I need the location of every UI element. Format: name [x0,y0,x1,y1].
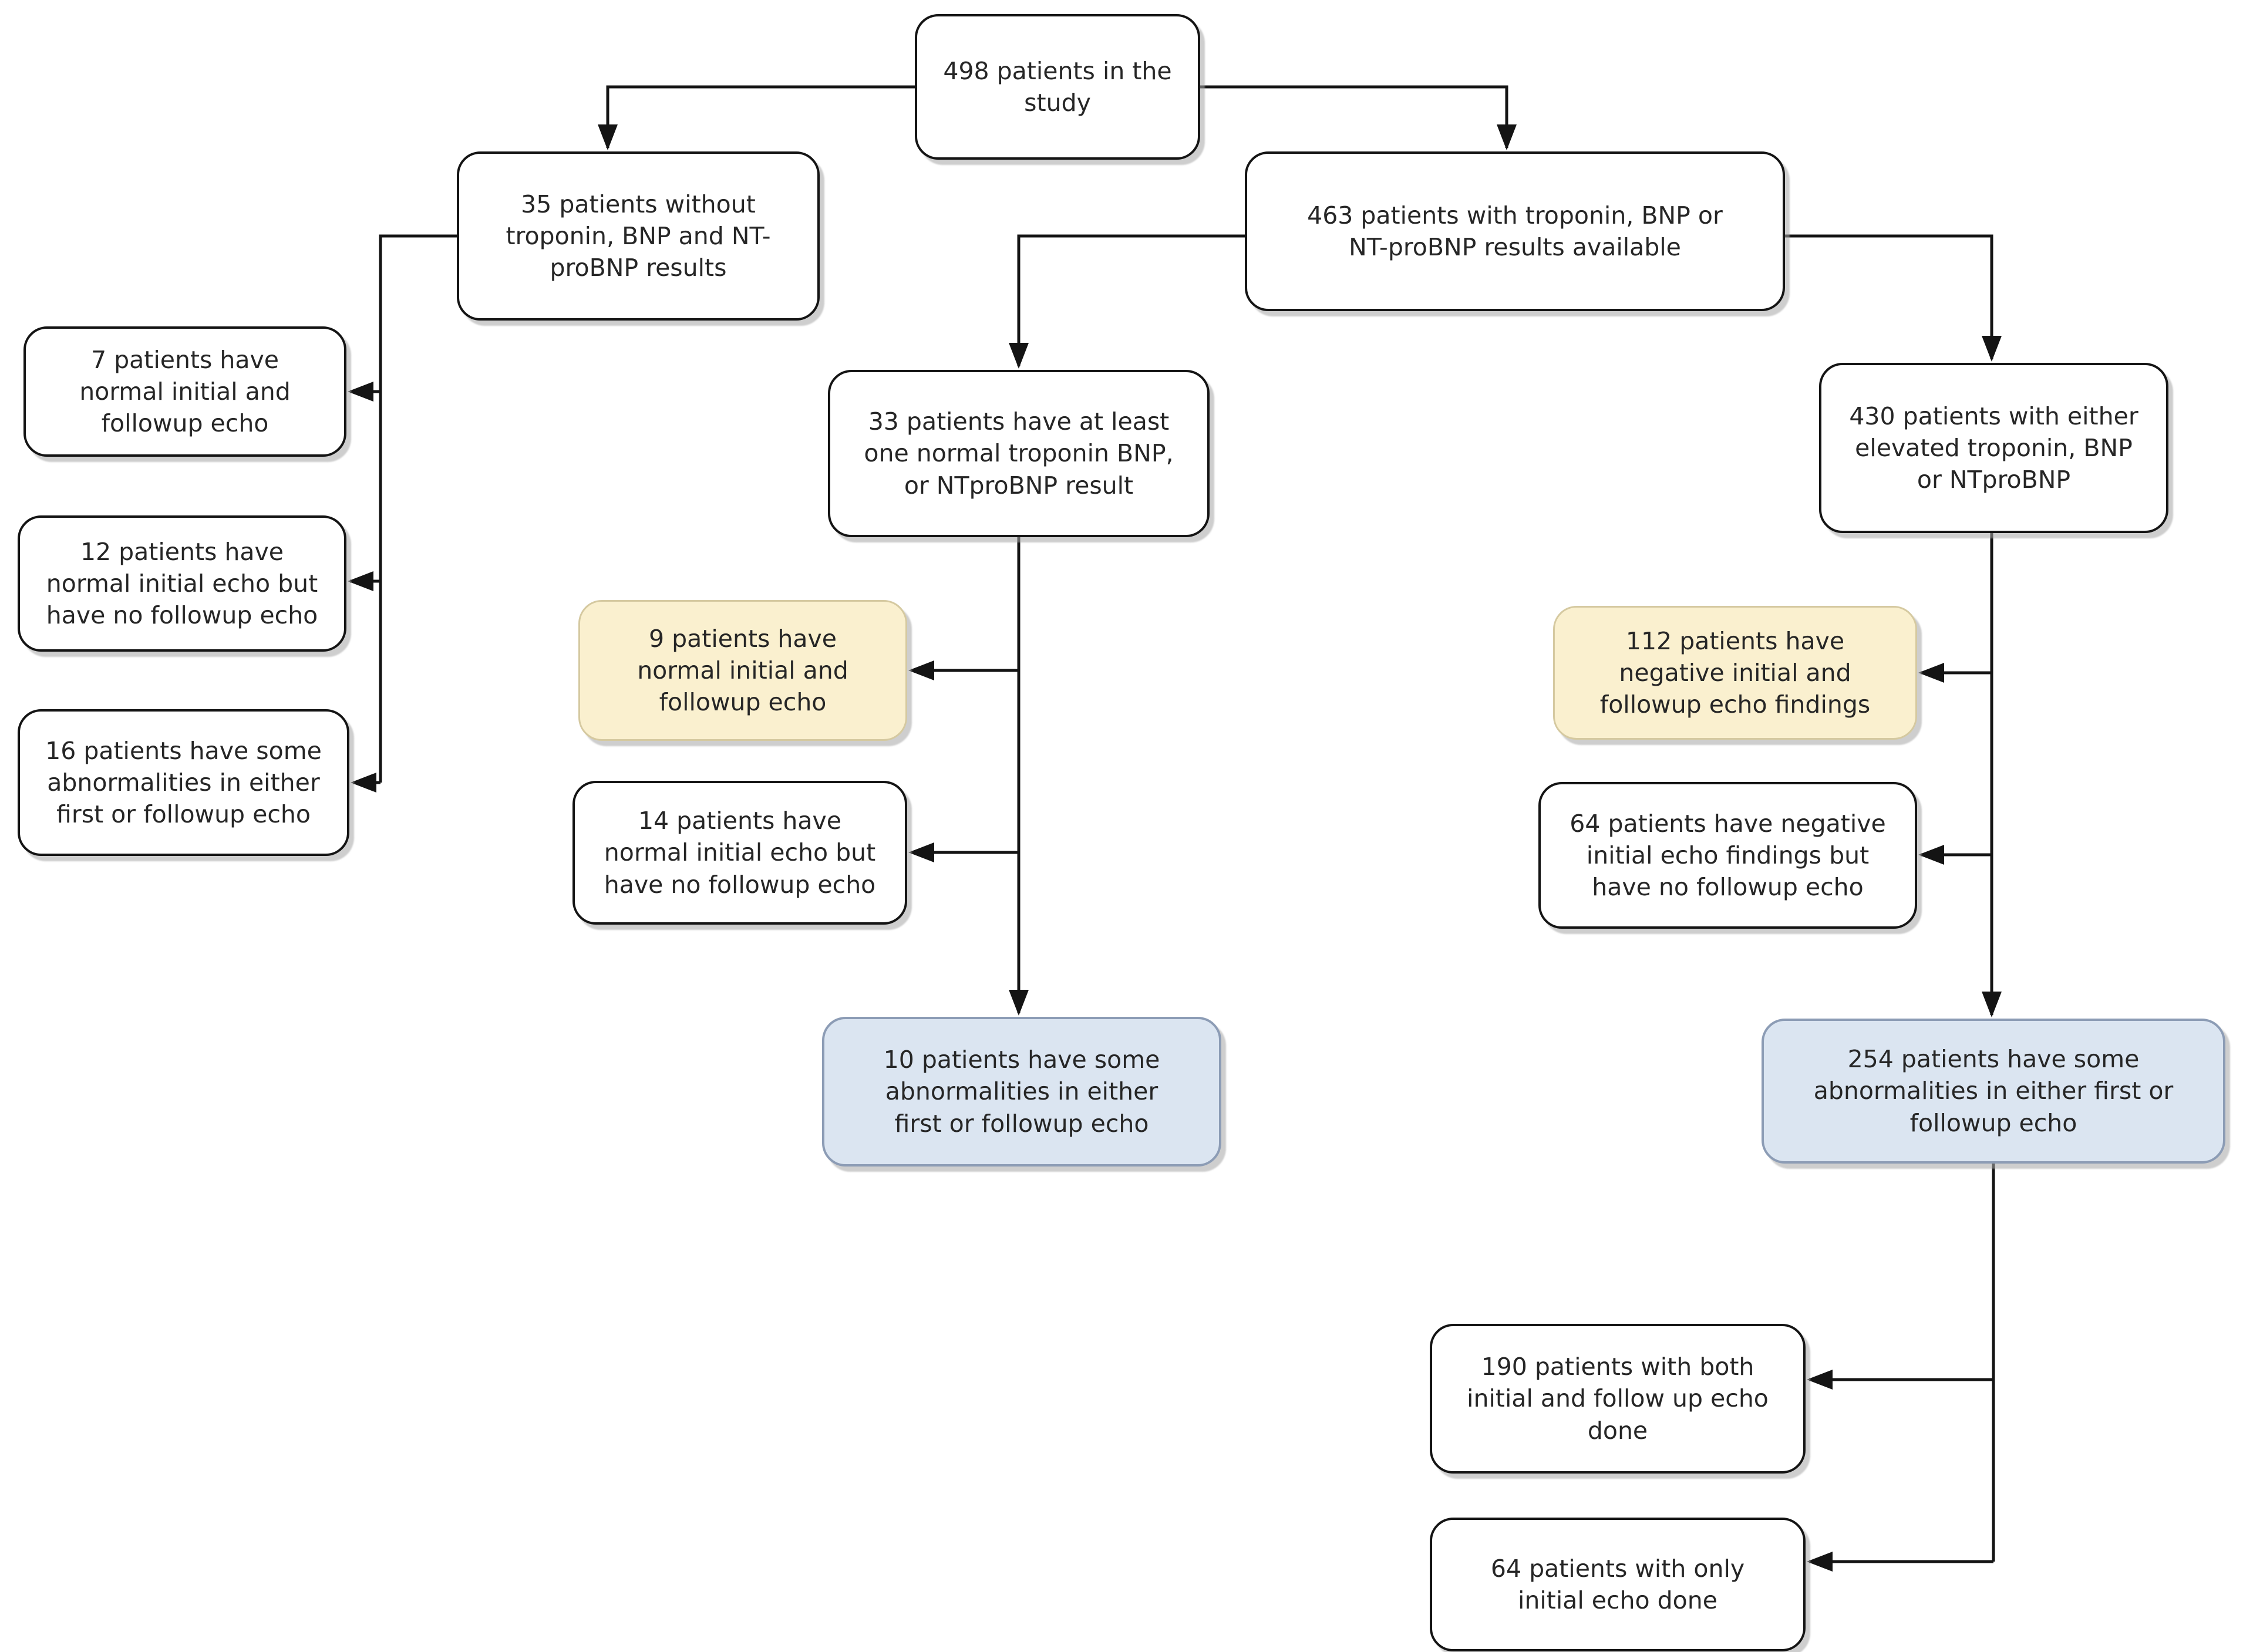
node-label: 33 patients have at least one normal tro… [864,407,1174,500]
node-label: 254 patients have some abnormalities in … [1813,1045,2174,1137]
node-10-abnormalities: 10 patients have some abnormalities in e… [822,1017,1221,1166]
node-64-negative-no-followup: 64 patients have negative initial echo f… [1538,782,1917,929]
node-9-normal-initial-followup: 9 patients have normal initial and follo… [578,600,907,741]
node-label: 14 patients have normal initial echo but… [604,807,876,899]
node-label: 16 patients have some abnormalities in e… [45,736,322,829]
node-112-negative-findings: 112 patients have negative initial and f… [1553,606,1917,740]
edge-trunk-35 [379,234,457,783]
edge-463-to-430 [1785,234,2002,362]
node-label: 112 patients have negative initial and f… [1599,626,1871,719]
node-label: 190 patients with both initial and follo… [1467,1353,1769,1445]
node-7-normal-initial-followup: 7 patients have normal initial and follo… [23,326,346,457]
node-64-initial-only: 64 patients with only initial echo done [1430,1518,1806,1651]
node-label: 64 patients with only initial echo done [1490,1554,1745,1614]
node-label: 35 patients without troponin, BNP and NT… [506,190,771,282]
node-label: 64 patients have negative initial echo f… [1570,809,1886,902]
edge-498-to-463 [1200,85,1517,150]
node-label: 430 patients with either elevated tropon… [1849,402,2138,494]
node-label: 12 patients have normal initial echo but… [46,537,318,630]
edge-463-to-33 [1009,234,1245,369]
node-label: 10 patients have some abnormalities in e… [883,1046,1160,1138]
node-label: 498 patients in the study [943,56,1172,117]
edge-498-to-35 [598,85,915,150]
node-16-abnormalities: 16 patients have some abnormalities in e… [18,709,349,856]
node-14-no-followup: 14 patients have normal initial echo but… [572,781,907,925]
node-label: 9 patients have normal initial and follo… [637,624,848,717]
node-254-abnormalities: 254 patients have some abnormalities in … [1762,1019,2225,1164]
node-190-both-echo-done: 190 patients with both initial and follo… [1430,1324,1806,1474]
node-430-elevated-biomarker: 430 patients with either elevated tropon… [1819,363,2168,533]
node-33-normal-biomarker: 33 patients have at least one normal tro… [828,370,1210,537]
node-12-no-followup: 12 patients have normal initial echo but… [18,515,346,652]
node-463-with-results: 463 patients with troponin, BNP or NT-pr… [1245,151,1785,311]
node-498-patients-in-study: 498 patients in the study [915,14,1200,160]
node-35-without-results: 35 patients without troponin, BNP and NT… [457,151,820,321]
node-label: 7 patients have normal initial and follo… [79,345,291,438]
node-label: 463 patients with troponin, BNP or NT-pr… [1307,201,1723,261]
